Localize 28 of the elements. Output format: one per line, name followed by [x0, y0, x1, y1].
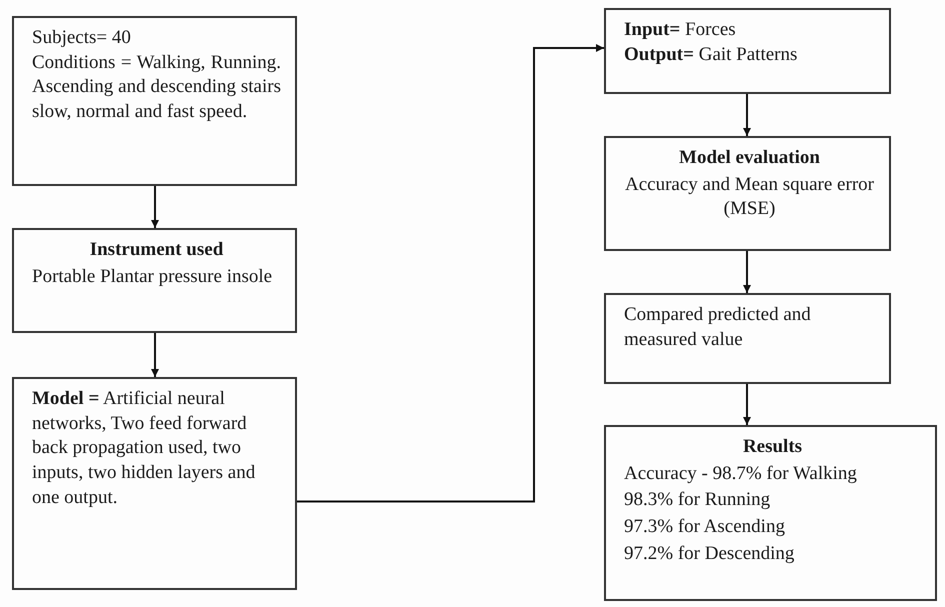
box-text: Model = Artificial neural networks, Two feed forward back propagation used, two inputs, two hidden layers and one output.: [32, 387, 256, 510]
arrow: [743, 94, 751, 136]
process-box: [604, 425, 937, 601]
process-box: [604, 136, 891, 251]
arrow: [151, 186, 159, 228]
box-text: Accuracy and Mean square error (MSE): [624, 172, 875, 222]
process-box: [12, 377, 297, 590]
box-text: Portable Plantar pressure insole: [32, 264, 274, 289]
box-text: Output= Gait Patterns: [624, 42, 798, 67]
arrow: [297, 44, 604, 502]
arrow: [151, 333, 159, 377]
box-text: Subjects= 40: [32, 26, 132, 50]
box-text: Input= Forces: [624, 18, 737, 42]
process-box: [12, 16, 297, 186]
box-text: Compared predicted and measured value: [624, 303, 812, 352]
process-box: [604, 8, 891, 94]
arrow: [743, 251, 751, 293]
box-text: 98.3% for Running: [624, 488, 772, 512]
process-box: [604, 293, 891, 384]
box-heading: Instrument used: [88, 238, 224, 262]
box-heading: Results: [742, 435, 804, 459]
process-box: [12, 228, 297, 333]
box-text: 97.2% for Descending: [624, 542, 796, 566]
box-text: Accuracy - 98.7% for Walking: [624, 462, 858, 486]
box-text: Conditions = Walking, Running. Ascending and descending stairs slow, normal and fast speed.: [32, 50, 281, 124]
box-heading: Model evaluation: [678, 146, 821, 170]
arrow: [743, 384, 751, 425]
box-text: 97.3% for Ascending: [624, 515, 786, 540]
